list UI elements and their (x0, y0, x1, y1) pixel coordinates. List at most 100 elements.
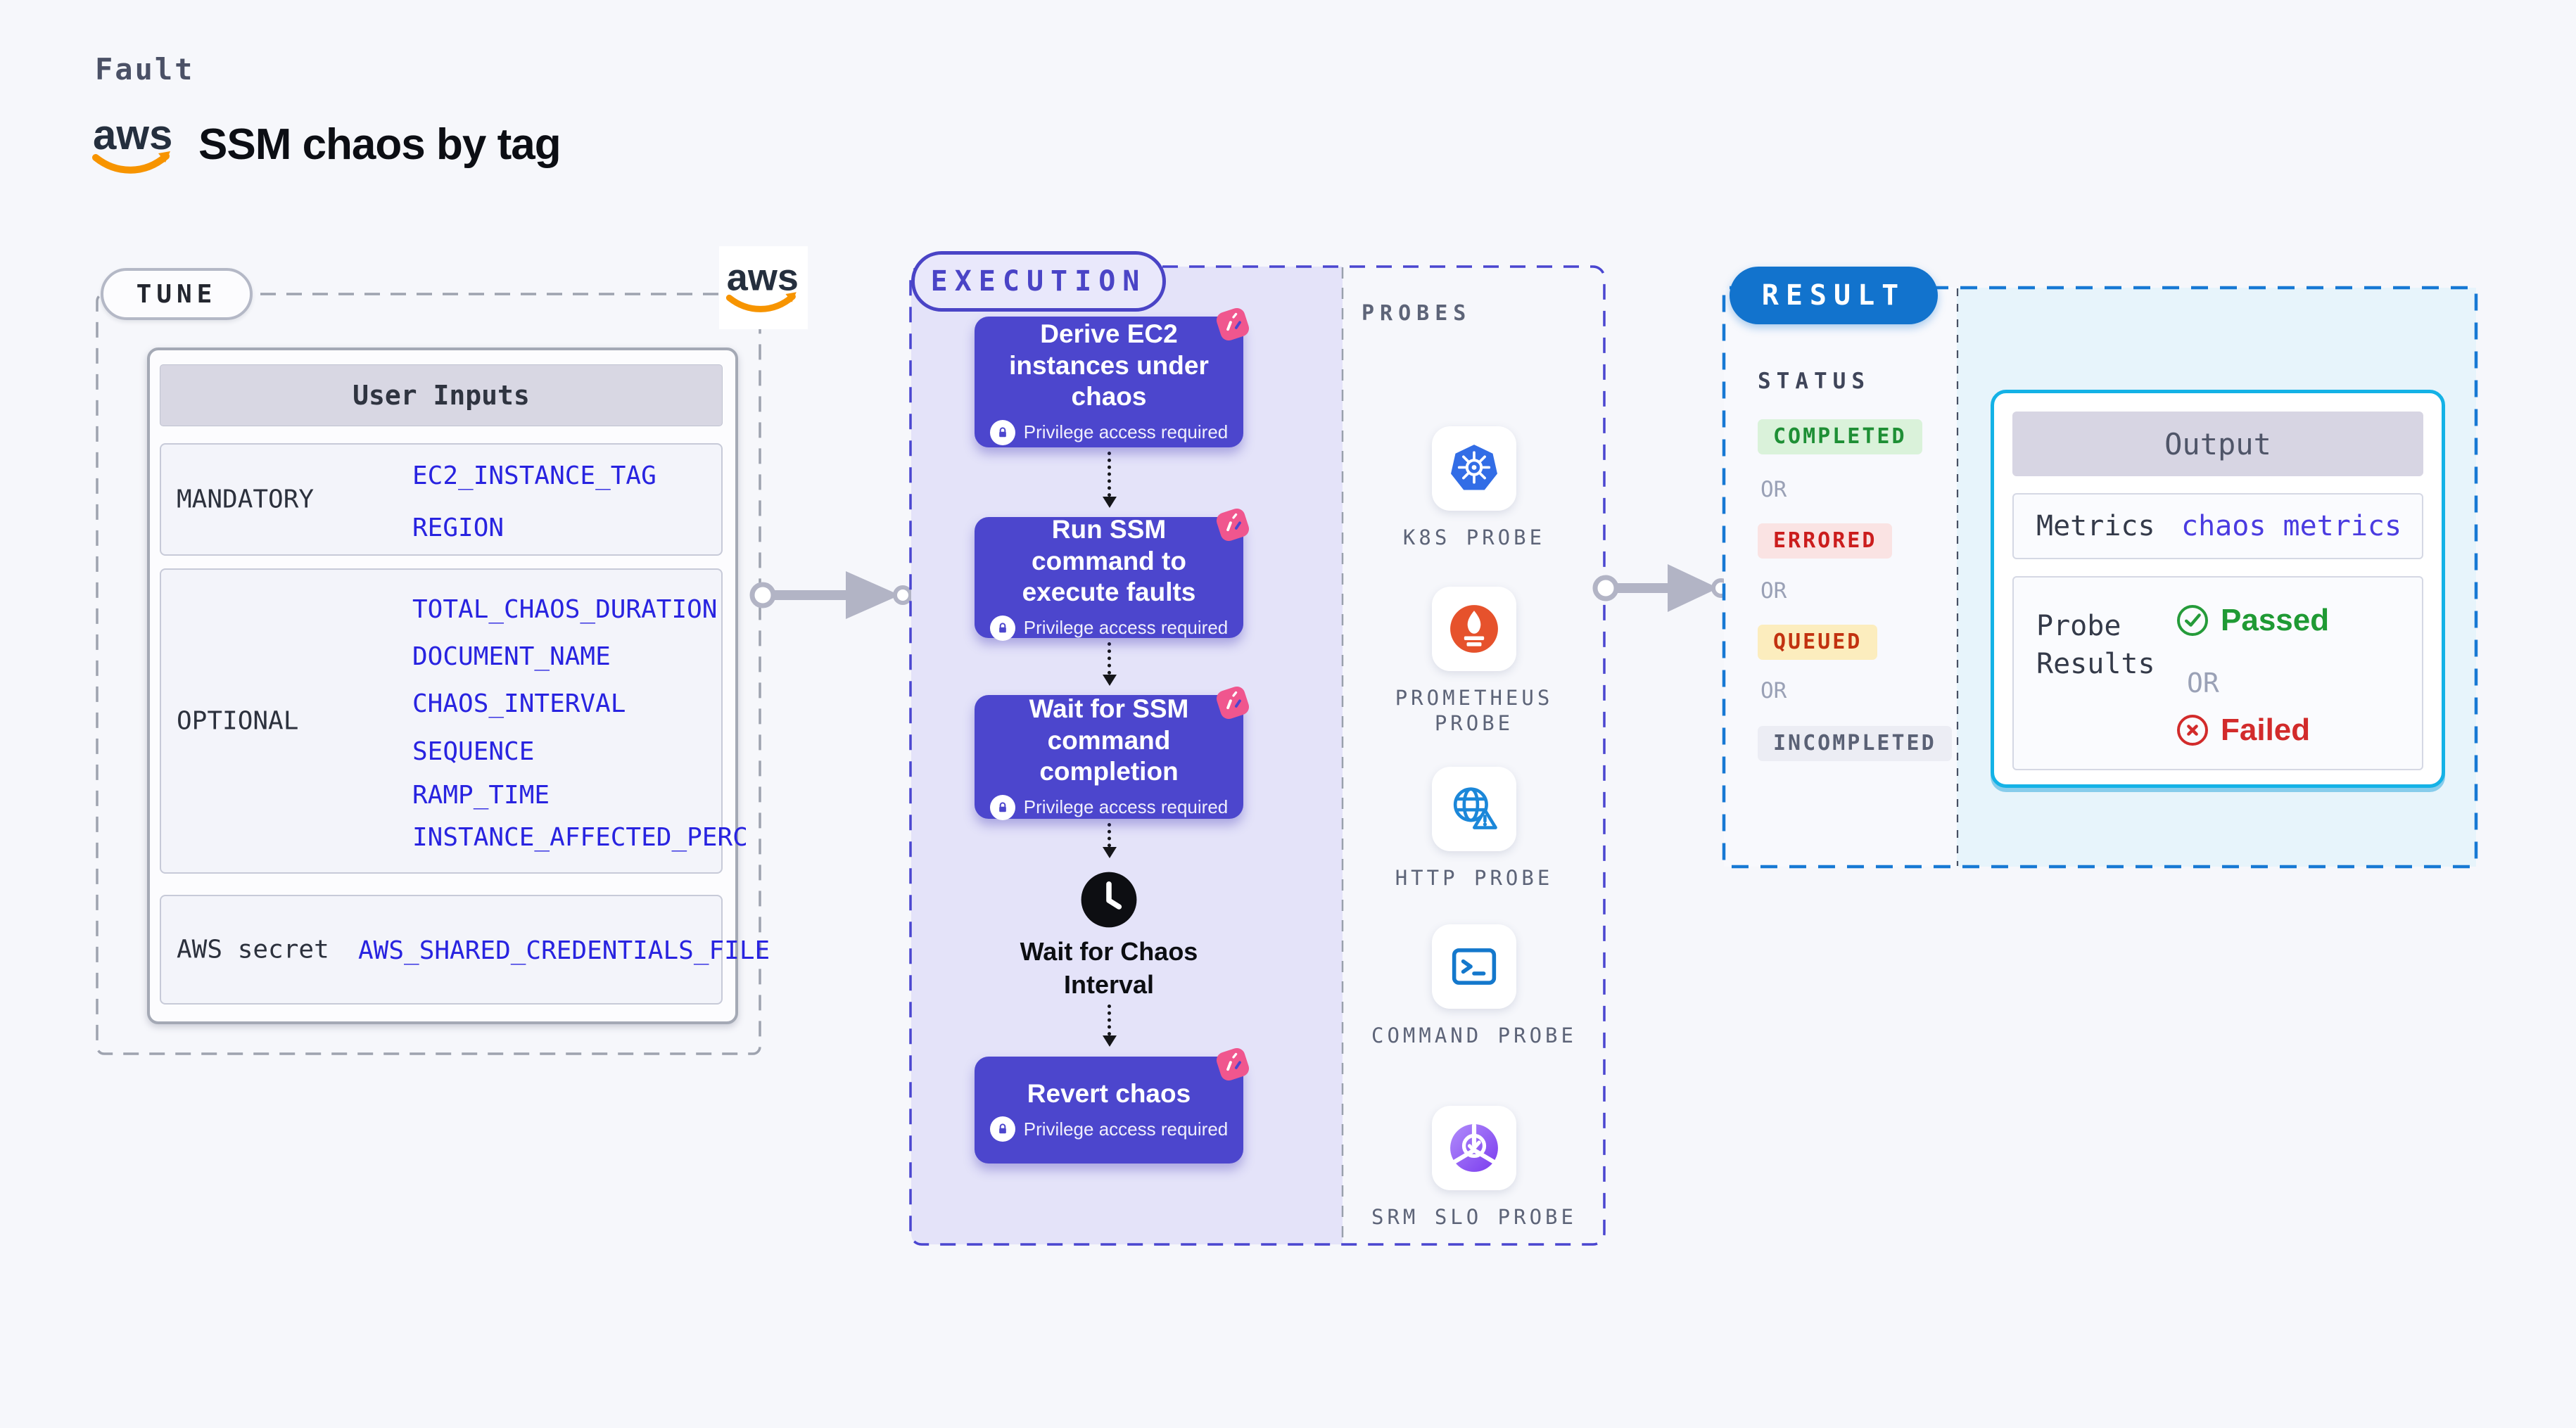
probe-k8s: K8S PROBE (1354, 426, 1594, 550)
input-variable: EC2_INSTANCE_TAG (412, 461, 656, 490)
page-title: SSM chaos by tag (198, 120, 561, 169)
input-variable: SEQUENCE (412, 737, 535, 766)
probe-label: PROMETHEUS PROBE (1395, 686, 1554, 736)
optional-label: OPTIONAL (177, 706, 299, 736)
output-panel: Output Metrics chaos metrics Probe Resul… (1991, 390, 2445, 788)
srm-slo-icon (1432, 1106, 1516, 1190)
input-variable: DOCUMENT_NAME (412, 642, 611, 671)
privilege-note: Privilege access required (989, 615, 1229, 641)
or-separator: OR (1760, 477, 1787, 502)
passed-line: Passed (2176, 603, 2329, 638)
chaos-fault-icon (1216, 508, 1250, 542)
fault-category-label: Fault (95, 52, 195, 87)
privilege-note-text: Privilege access required (1023, 617, 1229, 639)
lock-icon (989, 1116, 1015, 1142)
status-badge-incompleted: INCOMPLETED (1758, 726, 1952, 761)
or-separator: OR (2187, 668, 2219, 699)
step-title: Run SSM command to execute faults (1022, 515, 1196, 607)
optional-row: OPTIONAL TOTAL_CHAOS_DURATION DOCUMENT_N… (160, 568, 748, 874)
probe-results-row: Probe Results Passed OR Failed (2012, 576, 2423, 770)
flow-connector (1103, 452, 1117, 508)
wait-for-chaos-interval-label: Wait for Chaos Interval (1020, 937, 1198, 999)
mandatory-row: MANDATORY EC2_INSTANCE_TAG REGION (160, 443, 723, 556)
input-variable: CHAOS_INTERVAL (412, 689, 626, 718)
step-title: Derive EC2 instances under chaos (1009, 319, 1209, 412)
probe-label: SRM SLO PROBE (1371, 1205, 1577, 1229)
terminal-icon (1432, 924, 1516, 1009)
flow-connector (1103, 823, 1117, 858)
status-heading: STATUS (1758, 369, 1870, 394)
chaos-fault-icon (1216, 307, 1250, 341)
privilege-note-text: Privilege access required (1023, 796, 1229, 818)
chaos-fault-icon (1216, 1047, 1250, 1081)
tune-badge: TUNE (101, 268, 253, 320)
status-badge-completed: COMPLETED (1758, 419, 1922, 454)
probe-label: COMMAND PROBE (1371, 1024, 1577, 1047)
step-title: Revert chaos (1027, 1078, 1191, 1108)
metrics-label: Metrics (2036, 510, 2155, 542)
privilege-note: Privilege access required (989, 419, 1229, 445)
input-variable: RAMP_TIME (412, 781, 550, 810)
step-wait-ssm-completion: Wait for SSM command completion Privileg… (975, 686, 1250, 820)
step-revert-chaos: Revert chaos Privilege access required (975, 1047, 1250, 1164)
privilege-note: Privilege access required (989, 1116, 1229, 1142)
probe-prometheus: PROMETHEUS PROBE (1354, 587, 1594, 737)
tune-dashed-border (96, 293, 761, 1055)
lock-icon (989, 794, 1015, 820)
aws-secret-label: AWS secret (177, 935, 329, 964)
chaos-fault-icon (1216, 686, 1250, 720)
metrics-row: Metrics chaos metrics (2012, 493, 2423, 559)
probe-results-label: Probe Results (2036, 610, 2155, 680)
step-derive-ec2-instances: Derive EC2 instances under chaos Privile… (975, 307, 1250, 447)
svg-text:aws: aws (93, 111, 172, 158)
failed-line: Failed (2176, 713, 2310, 748)
flow-connector (1103, 642, 1117, 686)
lock-icon (989, 615, 1015, 641)
check-circle-icon (2177, 605, 2208, 636)
probe-srm-slo: SRM SLO PROBE (1354, 1106, 1594, 1230)
or-separator: OR (1760, 678, 1787, 703)
input-variable: INSTANCE_AFFECTED_PERC (412, 823, 748, 852)
tune-section (95, 292, 762, 1056)
execution-badge-label: EXECUTION (930, 265, 1147, 298)
mandatory-label: MANDATORY (177, 485, 315, 514)
step-title: Wait for SSM command completion (1029, 694, 1189, 786)
or-separator: OR (1760, 578, 1787, 604)
aws-secret-row: AWS secret AWS_SHARED_CREDENTIALS_FILE (160, 895, 770, 1005)
privilege-note: Privilege access required (989, 794, 1229, 820)
probe-command: COMMAND PROBE (1354, 924, 1594, 1048)
step-run-ssm-command: Run SSM command to execute faults Privil… (975, 508, 1250, 641)
probes-to-result-arrow (1592, 560, 1732, 620)
privilege-note-text: Privilege access required (1023, 421, 1229, 443)
execution-badge: EXECUTION (911, 251, 1166, 312)
probes-heading: PROBES (1362, 301, 1472, 326)
input-variable: REGION (412, 514, 505, 542)
privilege-note-text: Privilege access required (1023, 1118, 1229, 1140)
output-header: Output (2012, 412, 2423, 476)
clock-icon (1079, 869, 1139, 930)
input-variable: AWS_SHARED_CREDENTIALS_FILE (358, 936, 770, 965)
probe-http: HTTP PROBE (1354, 767, 1594, 891)
aws-logo: aws (91, 111, 176, 181)
user-inputs-header: User Inputs (160, 364, 723, 426)
tune-badge-label: TUNE (136, 279, 217, 309)
probe-label: K8S PROBE (1402, 525, 1546, 549)
passed-label: Passed (2221, 603, 2330, 637)
tune-to-execution-arrow (749, 567, 918, 627)
aws-logo-tune-corner: aws (719, 246, 808, 329)
status-badge-errored: ERRORED (1758, 523, 1893, 559)
status-badge-queued: QUEUED (1758, 625, 1878, 660)
prometheus-icon (1432, 587, 1516, 671)
svg-text:aws: aws (727, 257, 799, 299)
metrics-value: chaos metrics (2181, 510, 2402, 542)
result-badge-label: RESULT (1761, 279, 1906, 312)
lock-icon (989, 419, 1015, 445)
probe-label: HTTP PROBE (1395, 866, 1554, 890)
x-circle-icon (2177, 715, 2208, 746)
flow-connector (1103, 1005, 1117, 1047)
result-badge: RESULT (1730, 267, 1938, 324)
kubernetes-icon (1432, 426, 1516, 511)
failed-label: Failed (2221, 713, 2311, 747)
input-variable: TOTAL_CHAOS_DURATION (412, 595, 718, 624)
